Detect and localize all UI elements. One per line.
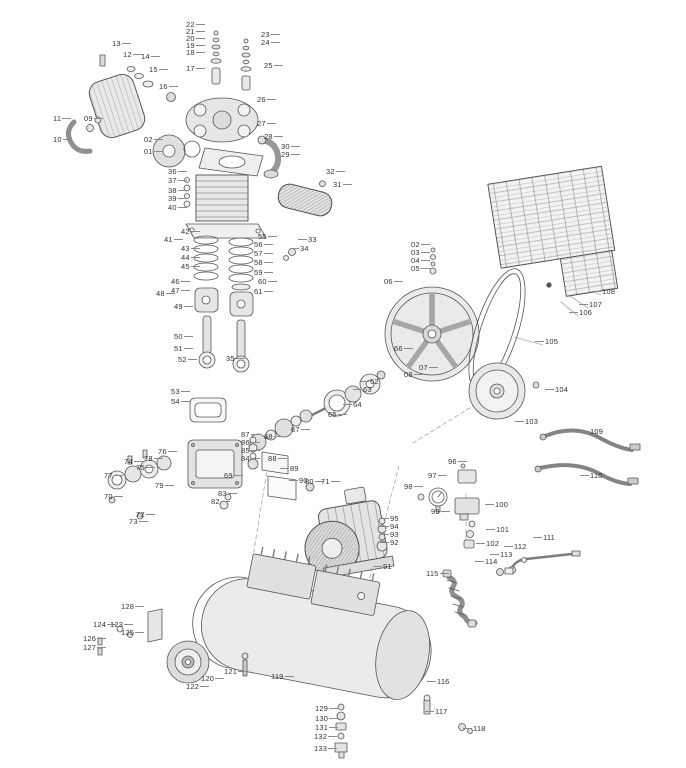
crankcase-gasket [189,397,227,423]
connecting-rods [198,315,250,373]
crankshaft-counterweights [248,401,338,451]
cylinder-block [183,174,267,239]
crankcase [187,439,243,510]
power-cables [534,428,641,486]
air-tank [192,546,432,700]
piston-ring-stack-right [228,237,254,291]
leader-lines [513,286,602,346]
electric-motor [304,486,395,579]
pressure-gauge [417,487,448,513]
inlet-elbow [66,116,102,154]
flexible-hose [442,569,478,628]
aftercooler-fins [88,74,146,138]
valve-stack-left [210,30,222,85]
wheel-assembly [166,640,249,684]
muffler-fitting [283,248,296,261]
cylinder-washers [183,177,191,208]
outlet-pipe [496,550,581,576]
outlet-elbow-pipe [257,135,282,179]
filter-bolt [546,282,552,288]
drain-valve-parts [334,703,348,759]
tank-foot-parts [423,694,473,734]
oil-seal-discs [107,449,172,520]
cooler-bolt-washers [99,54,176,102]
head-cover-and-gasket [152,134,264,177]
valve-stack-right [240,38,252,91]
flywheel [384,286,480,382]
handle-bracket [97,608,163,656]
motor-pulley [468,362,540,420]
piston-ring-stack-left [193,235,219,281]
pistons [194,287,254,317]
pressure-switch-manifold [454,463,480,549]
air-filter-panel [487,165,619,297]
cylinder-head-plate [185,97,259,143]
tank-platforms [246,553,381,616]
flywheel-bolts [429,247,437,275]
muffler-cover [277,180,333,217]
check-valve-parts [376,517,388,552]
